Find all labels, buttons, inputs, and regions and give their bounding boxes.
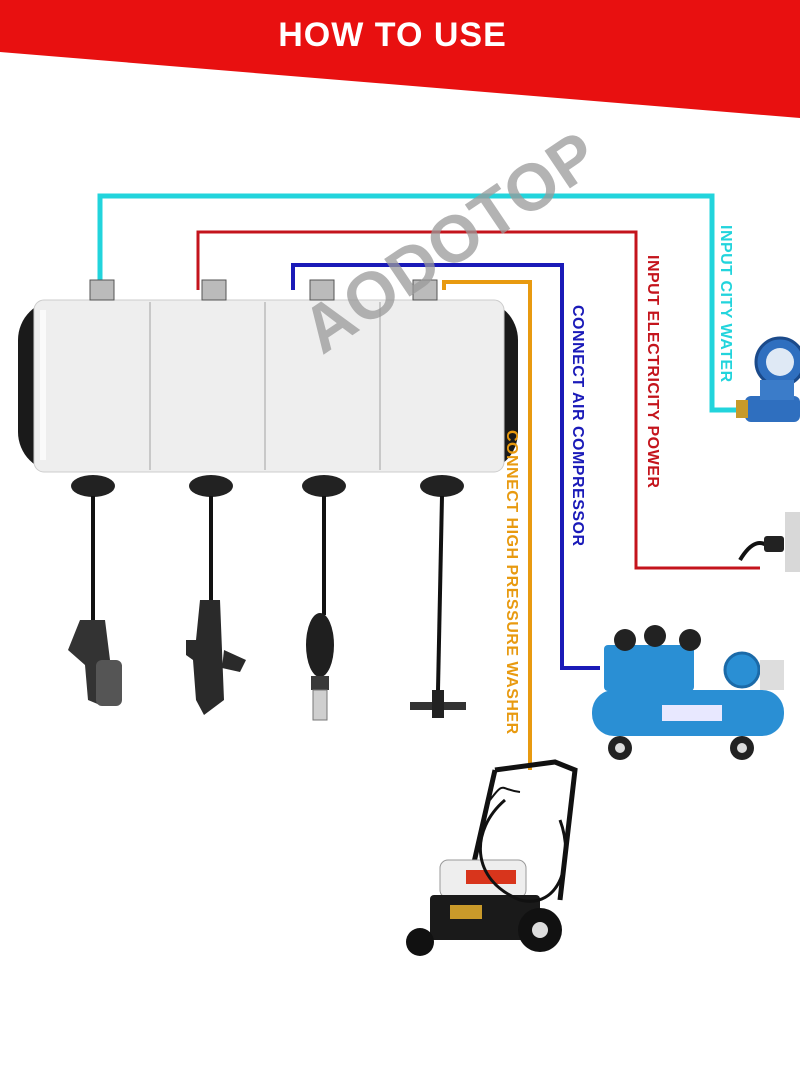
air-compressor-line [291, 263, 600, 670]
city-water-line [97, 193, 742, 413]
label-input-city-water: INPUT CITY WATER [717, 225, 734, 383]
air-blower-icon [302, 475, 346, 721]
hose-reel-housing [18, 299, 518, 473]
header-banner [0, 0, 800, 118]
label-input-electricity-power: INPUT ELECTRICITY POWER [644, 255, 661, 489]
page-title: HOW TO USE [278, 16, 507, 54]
water-meter-icon [736, 336, 800, 422]
power-plug-icon [738, 512, 800, 572]
pressure-washer-line [442, 280, 532, 770]
air-compressor-icon [592, 625, 784, 760]
label-connect-air-compressor: CONNECT AIR COMPRESSOR [569, 305, 586, 547]
spray-gun-icon [68, 475, 122, 706]
label-connect-high-pressure-washer: CONNECT HIGH PRESSURE WASHER [503, 430, 520, 735]
brush-tool-icon [410, 475, 466, 718]
pressure-washer-icon [406, 759, 578, 956]
electricity-line [196, 230, 760, 570]
inlet-fittings [89, 279, 438, 301]
pistol-nozzle-icon [186, 475, 246, 715]
